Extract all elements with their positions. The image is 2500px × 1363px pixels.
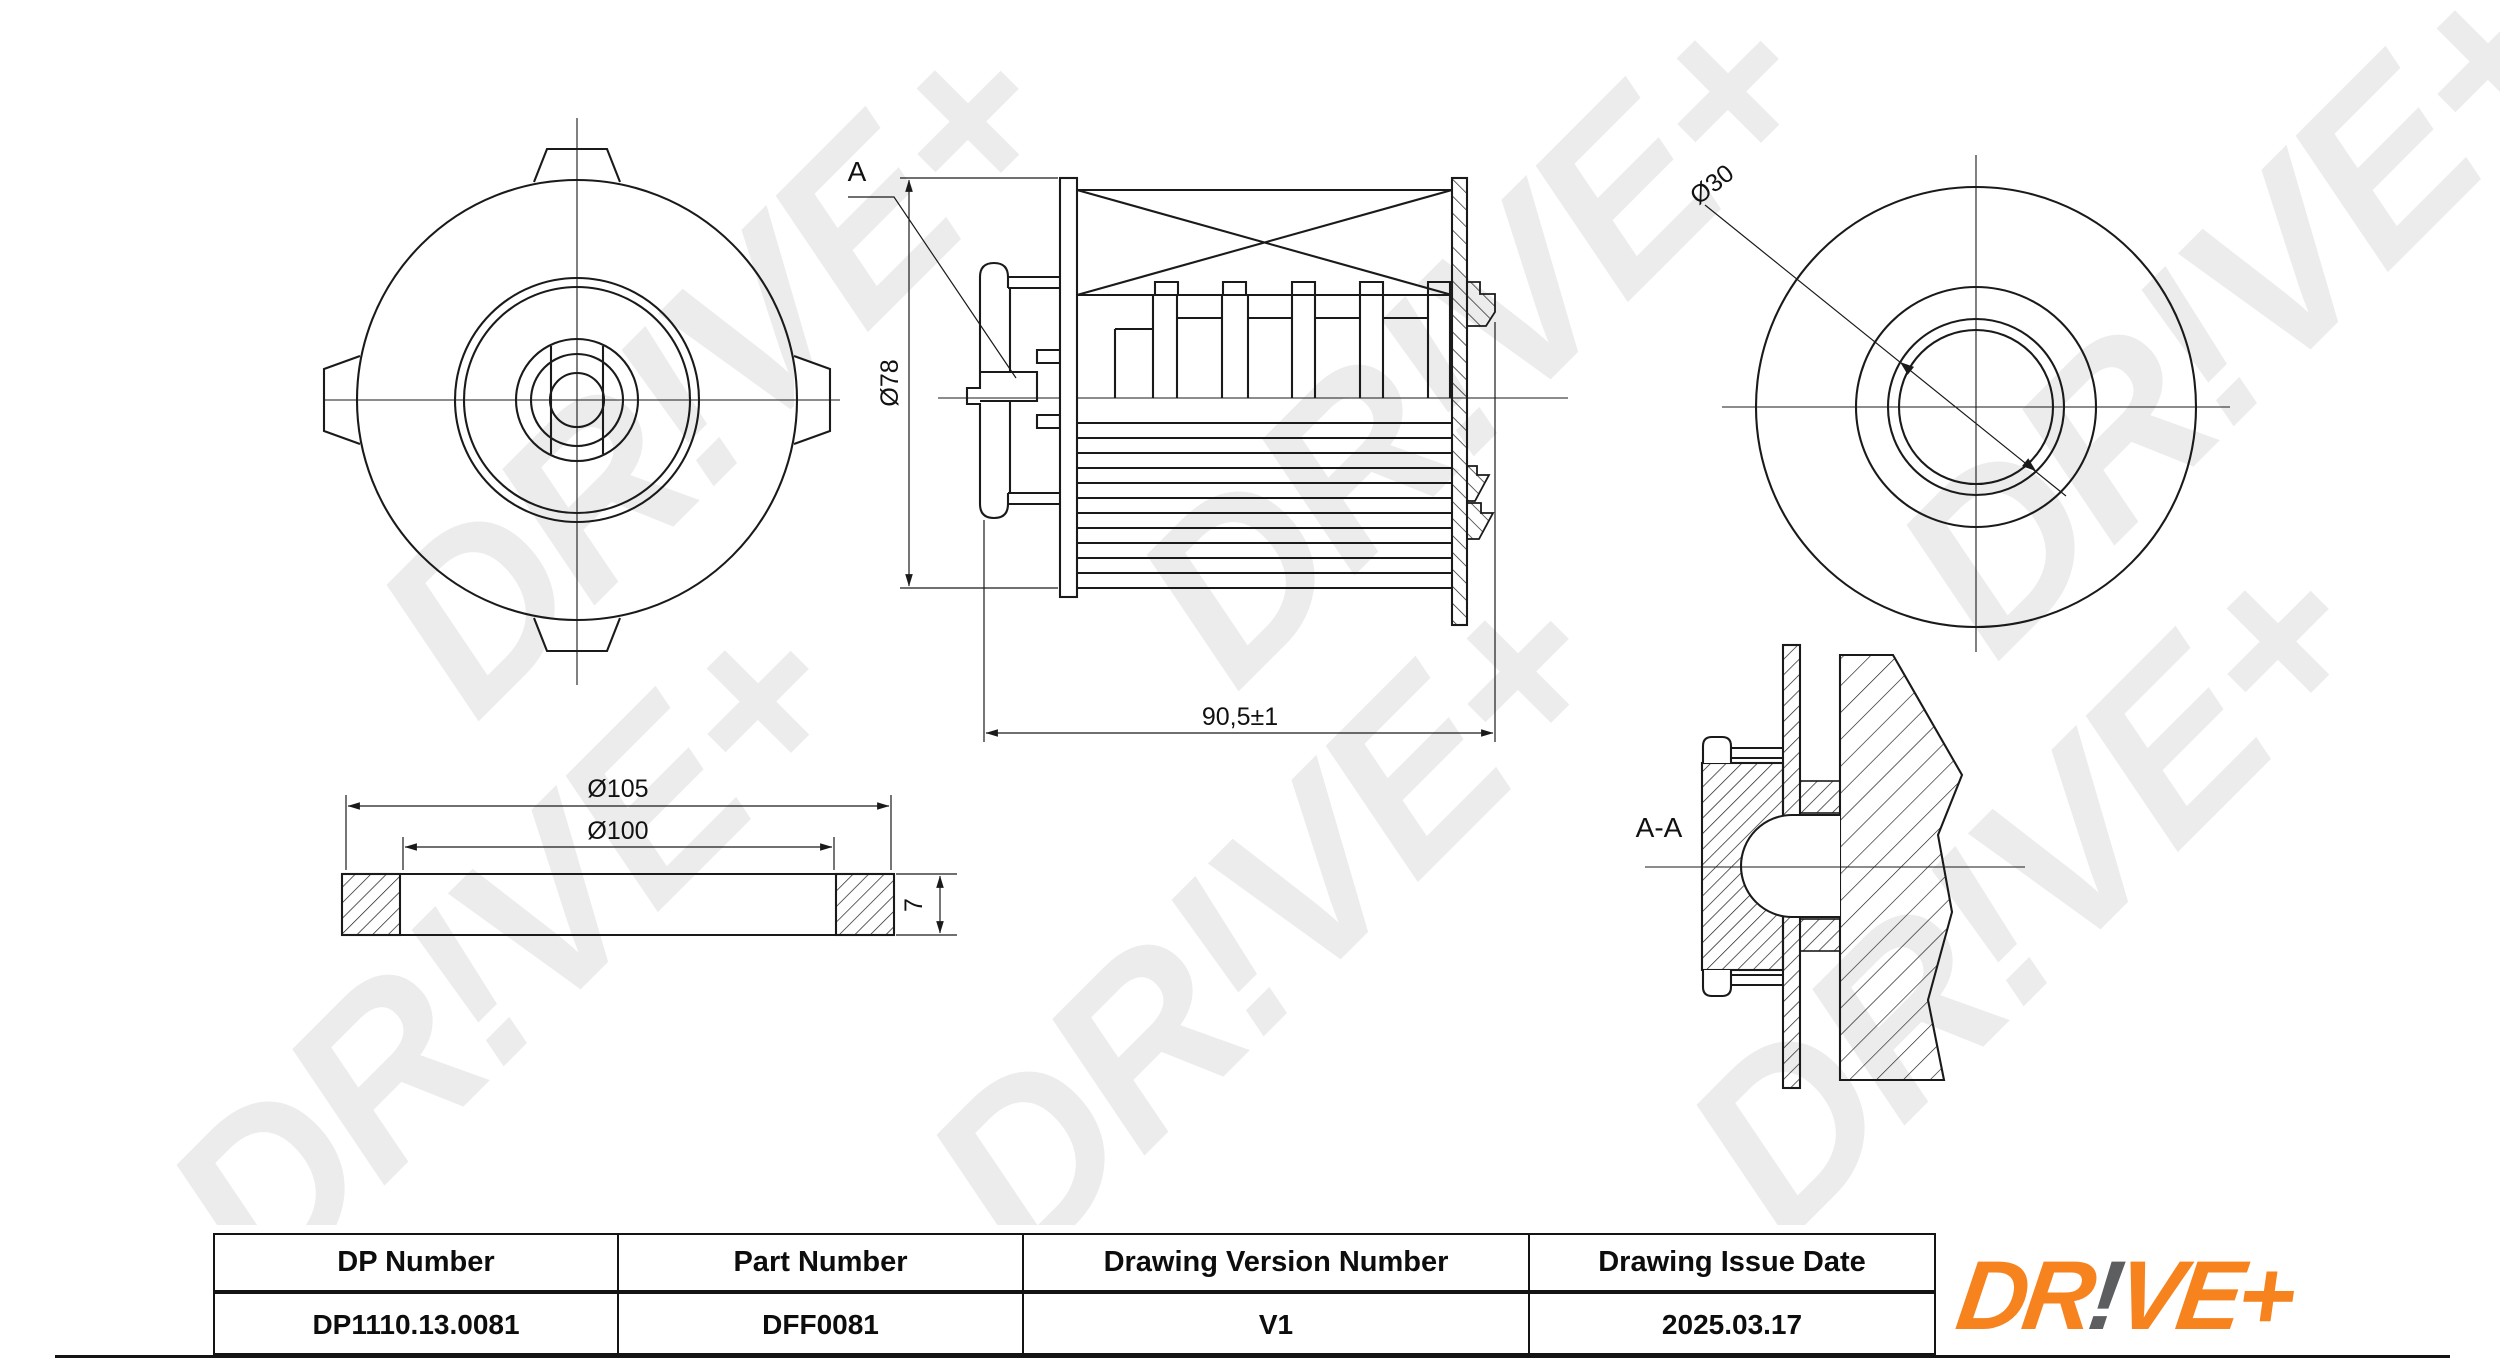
header-part-number: Part Number (619, 1235, 1024, 1290)
thread-bracket-mid (1466, 465, 1491, 502)
svg-text:Ø78: Ø78 (876, 359, 904, 406)
dimension-length: 90,5±1 (983, 322, 1496, 742)
section-view-label: A-A (1636, 812, 1683, 843)
dimension-dia100: Ø100 (402, 817, 835, 870)
dimension-thickness: 7 (896, 873, 957, 936)
aa-lug-bottom (1701, 970, 1783, 998)
logo-text-ve-plus: VE+ (2109, 1240, 2299, 1350)
value-part-number: DFF0081 (619, 1294, 1024, 1355)
seal-section-right (834, 872, 896, 937)
side-view-filter: A Ø78 90,5±1 (848, 156, 1568, 742)
dimension-dia78: Ø78 (876, 177, 1058, 589)
filter-pleats (1077, 421, 1452, 575)
cap-notch (980, 370, 1039, 403)
seal-section-left (340, 872, 402, 937)
header-drawing-version: Drawing Version Number (1024, 1235, 1530, 1290)
aa-plug-dome (1740, 813, 1840, 919)
end-cap-profile (965, 261, 1062, 520)
value-drawing-version: V1 (1024, 1294, 1530, 1355)
centerline-cross (325, 118, 840, 685)
dimension-dia105: Ø105 (345, 775, 892, 870)
end-plate-left (1058, 176, 1079, 599)
title-block-value-row: DP1110.13.0081 DFF0081 V1 2025.03.17 (215, 1294, 1934, 1355)
thread-bracket-top (1466, 281, 1496, 327)
castellated-tube (1153, 280, 1452, 295)
sheet-border-bottom (55, 1355, 2450, 1358)
header-issue-date: Drawing Issue Date (1598, 1246, 1866, 1278)
cap-connector-blocks (1035, 348, 1062, 430)
value-issue-date: 2025.03.17 (1661, 1308, 1803, 1340)
header-dp-number: DP Number (215, 1235, 619, 1290)
section-leader (848, 196, 1017, 379)
svg-text:Ø105: Ø105 (587, 775, 648, 803)
section-aa-view: A-A (1636, 643, 2025, 1090)
aa-strip-bottom (1799, 918, 1841, 952)
title-block-header-row: DP Number Part Number Drawing Version Nu… (215, 1235, 1934, 1294)
brand-logo: DR!VE+ (1951, 1240, 2486, 1350)
tube-slots (1113, 295, 1452, 398)
value-dp-number: DP1110.13.0081 (215, 1294, 619, 1355)
seal-ring-view: Ø105 Ø100 7 (340, 775, 957, 937)
centerline-cross (1722, 155, 2230, 652)
aa-strip-top (1799, 780, 1841, 814)
svg-text:90,5±1: 90,5±1 (1202, 703, 1278, 731)
title-block-table: DP Number Part Number Drawing Version Nu… (213, 1233, 1936, 1355)
aa-lug-top (1701, 735, 1783, 763)
seal-edges (342, 872, 894, 937)
section-arrow-label: A (848, 156, 867, 187)
thread-bracket-bottom (1466, 502, 1495, 540)
end-plate-right (1450, 176, 1469, 627)
front-view-cap (322, 118, 840, 685)
watermark-layer: DR!VE+ DR!VE+ DR!VE+ DR!VE+ DR!VE+ DR!VE… (115, 0, 2500, 1340)
svg-text:Ø100: Ø100 (587, 817, 648, 845)
logo-text-dr: DR (1950, 1240, 2098, 1350)
svg-text:7: 7 (900, 898, 928, 912)
cross-brace-box (1076, 188, 1453, 297)
